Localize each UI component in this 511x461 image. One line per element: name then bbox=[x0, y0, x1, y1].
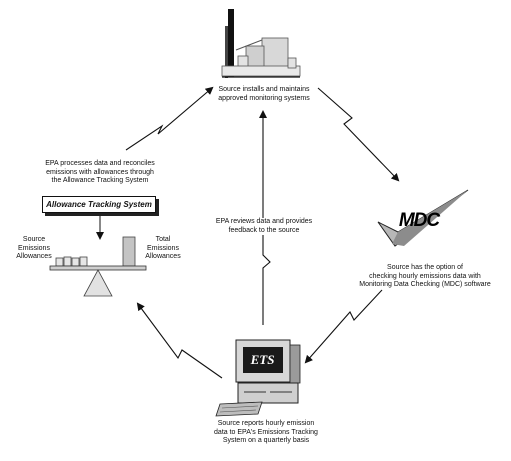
arrow-ats-to-factory bbox=[125, 86, 214, 151]
mdc-logo bbox=[377, 189, 469, 247]
mdc-caption: Source has the option of checking hourly… bbox=[350, 264, 500, 290]
ats-process-line-1: EPA processes data and reconciles bbox=[45, 160, 155, 167]
arrow-review-feedback bbox=[259, 110, 271, 325]
source-allowances-line-3: Allowances bbox=[16, 253, 52, 260]
arrow-factory-to-mdc bbox=[317, 87, 400, 182]
review-feedback-line-2: feedback to the source bbox=[228, 226, 300, 234]
total-allowances-line-2: Emissions bbox=[147, 244, 179, 252]
ats-process-caption: EPA processes data and reconciles emissi… bbox=[30, 160, 170, 186]
ets-caption: Source reports hourly emission data to E… bbox=[196, 420, 336, 446]
total-allowances-line-1: Total bbox=[155, 236, 171, 243]
source-allowances-label: Source Emissions Allowances bbox=[12, 236, 56, 262]
mdc-caption-line-3: Monitoring Data Checking (MDC) software bbox=[359, 281, 491, 288]
ets-computer-illustration bbox=[215, 339, 301, 417]
ets-caption-line-3: System on a quarterly basis bbox=[222, 437, 310, 444]
factory-caption-line-2: approved monitoring systems bbox=[218, 94, 310, 102]
arrow-ets-to-ats bbox=[136, 302, 223, 379]
ats-process-line-2: emissions with allowances through bbox=[46, 168, 154, 176]
mdc-caption-line-1: Source has the option of bbox=[387, 264, 463, 271]
ats-process-line-3: the Allowance Tracking System bbox=[51, 177, 149, 184]
ets-caption-line-1: Source reports hourly emission bbox=[217, 420, 315, 427]
mdc-caption-line-2: checking hourly emissions data with bbox=[369, 272, 481, 280]
ets-caption-line-2: data to EPA's Emissions Tracking bbox=[214, 428, 318, 436]
factory-illustration bbox=[221, 9, 301, 78]
factory-caption: Source installs and maintains approved m… bbox=[208, 86, 320, 103]
source-allowances-line-2: Emissions bbox=[18, 244, 50, 252]
review-feedback-caption: EPA reviews data and provides feedback t… bbox=[204, 218, 324, 235]
factory-caption-line-1: Source installs and maintains bbox=[218, 86, 310, 93]
total-allowances-line-3: Allowances bbox=[145, 253, 181, 260]
review-feedback-line-1: EPA reviews data and provides bbox=[215, 218, 313, 225]
arrow-mdc-to-ets bbox=[304, 289, 383, 364]
total-allowances-label: Total Emissions Allowances bbox=[140, 236, 186, 262]
allowance-scale-illustration bbox=[49, 236, 147, 297]
ets-screen-label: ETS bbox=[250, 352, 275, 367]
source-allowances-line-1: Source bbox=[22, 236, 46, 243]
mdc-logo-text: MDC bbox=[398, 210, 440, 231]
allowance-tracking-system-box: Allowance Tracking System bbox=[42, 196, 156, 213]
